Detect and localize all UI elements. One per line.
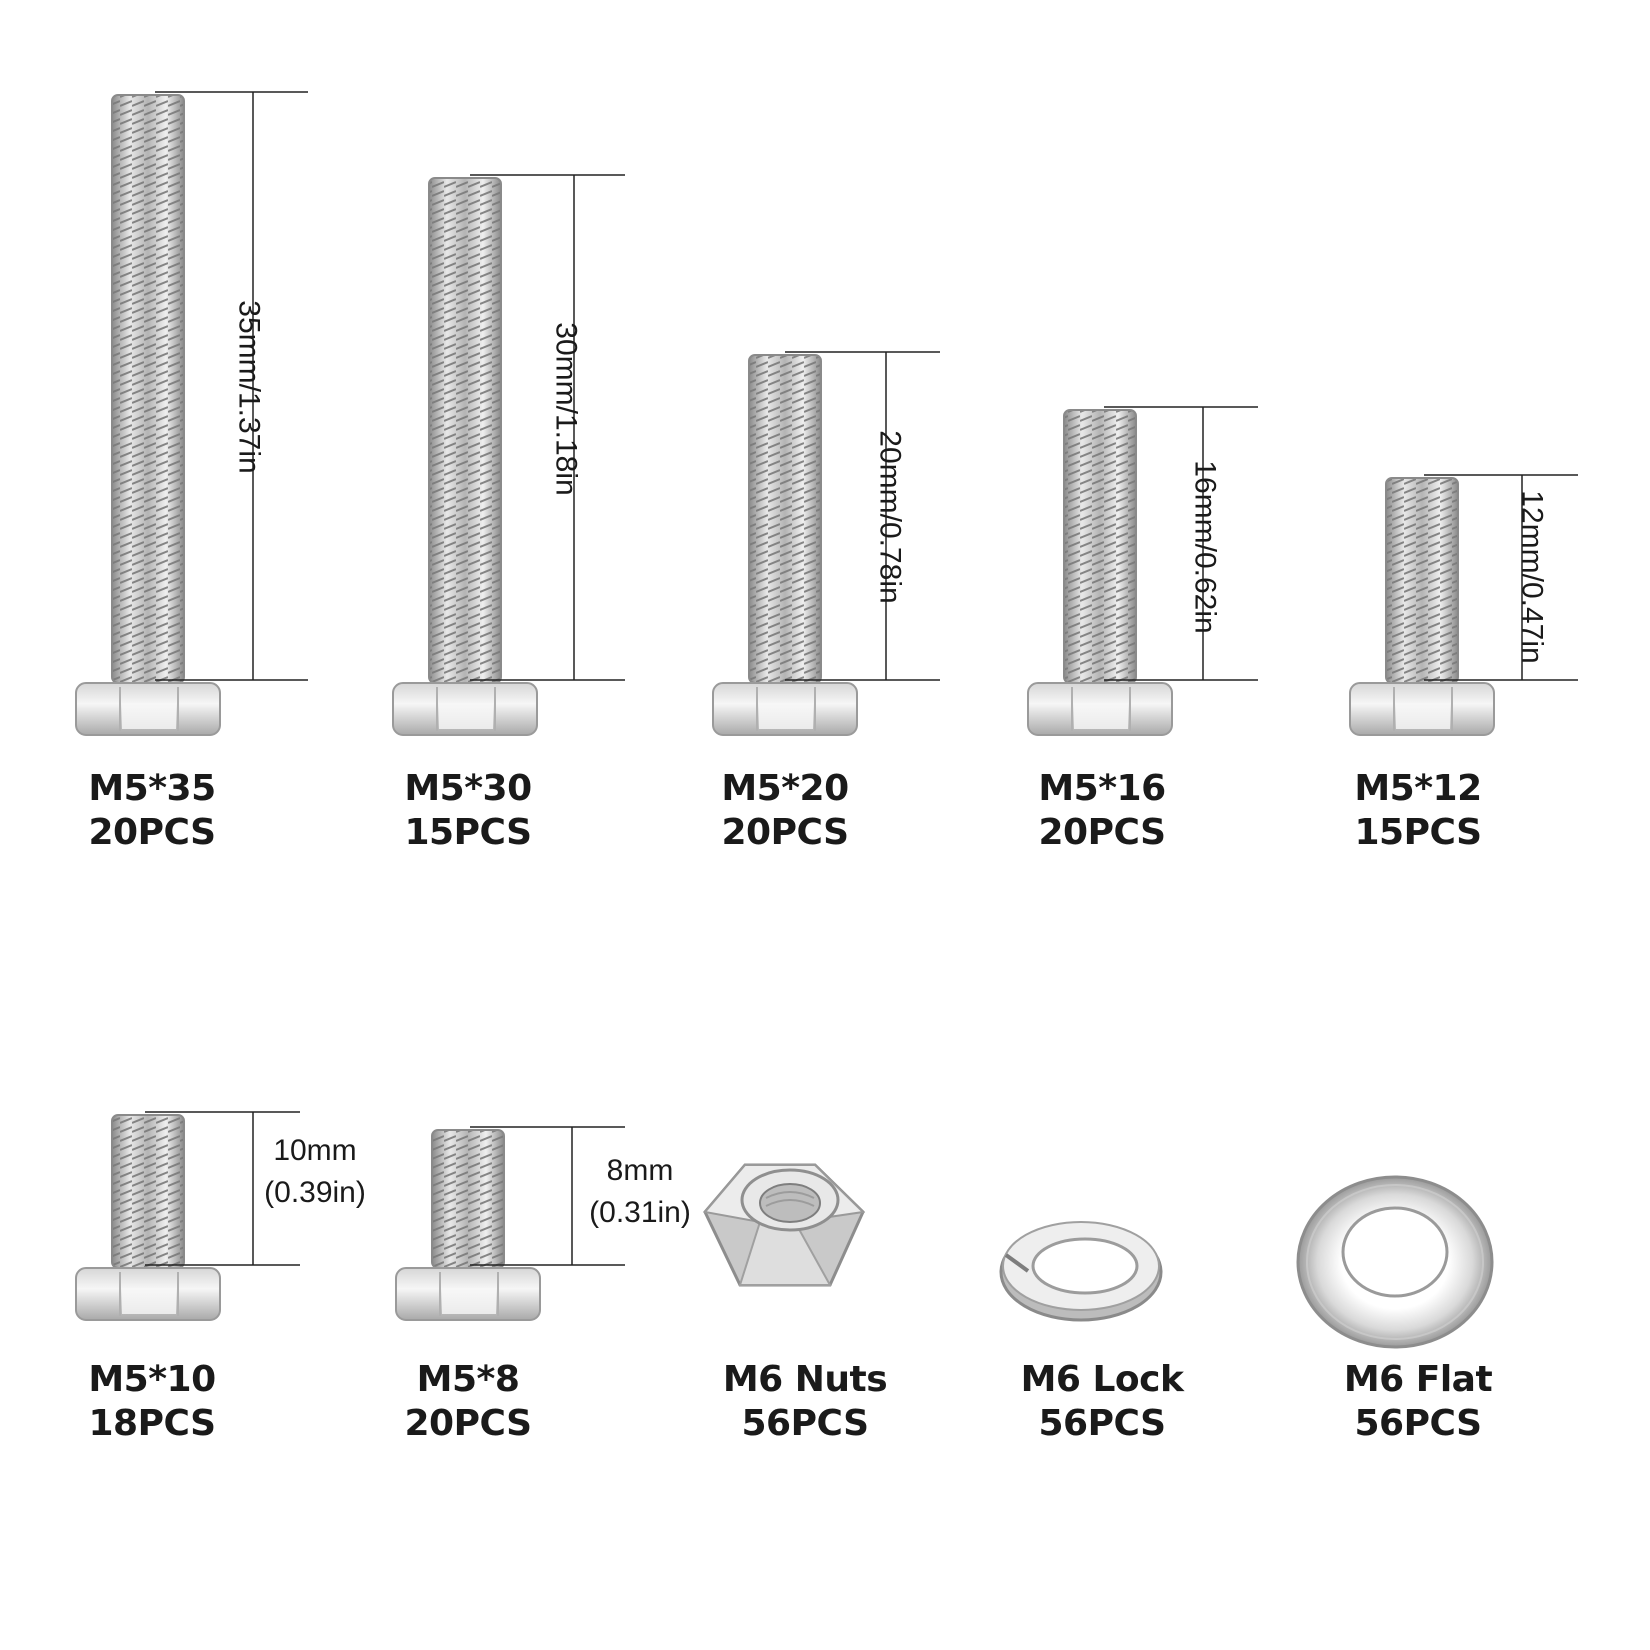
product-qty: 56PCS (1038, 1403, 1167, 1444)
flat-washer-icon (1296, 1175, 1494, 1349)
product-label-m5x8: M5*8 20PCS (348, 1358, 588, 1446)
product-name: M6 Lock (1020, 1359, 1184, 1400)
dimension-in: (0.31in) (589, 1196, 691, 1229)
bolt-m5x30-icon (392, 177, 538, 736)
product-qty: 20PCS (721, 812, 850, 853)
dimension-label-m5x35: 35mm/1.37in (232, 300, 266, 474)
dimension-label-m5x20: 20mm/0.78in (873, 430, 907, 604)
product-label-m5x10: M5*10 18PCS (32, 1358, 272, 1446)
dimension-line-m5x10 (145, 1111, 300, 1266)
product-name: M5*35 (88, 768, 216, 809)
product-label-m5x12: M5*12 15PCS (1298, 767, 1538, 855)
dimension-line-m5x20 (785, 351, 940, 681)
dimension-line-m5x16 (1104, 406, 1258, 681)
product-qty: 18PCS (88, 1403, 217, 1444)
hex-nut-icon (703, 1163, 866, 1287)
bolt-m5x12-icon (1349, 477, 1495, 736)
product-qty: 15PCS (404, 812, 533, 853)
product-name: M5*30 (404, 768, 532, 809)
product-name: M5*16 (1038, 768, 1166, 809)
product-name: M6 Flat (1343, 1359, 1493, 1400)
product-label-m6-nuts: M6 Nuts 56PCS (685, 1358, 925, 1446)
product-label-m6-flat: M6 Flat 56PCS (1298, 1358, 1538, 1446)
dimension-mm: 10mm (273, 1134, 357, 1167)
product-label-m5x16: M5*16 20PCS (982, 767, 1222, 855)
bolt-m5x16-icon (1027, 409, 1173, 736)
dimension-label-m5x12: 12mm/0.47in (1515, 490, 1549, 664)
bolt-m5x10-icon (75, 1114, 221, 1321)
product-name: M6 Nuts (722, 1359, 888, 1400)
product-name: M5*8 (416, 1359, 520, 1400)
bolt-m5x35-icon (75, 94, 221, 736)
dimension-line-m5x8 (470, 1126, 625, 1266)
product-qty: 20PCS (404, 1403, 533, 1444)
bolt-m5x8-icon (395, 1129, 541, 1321)
product-label-m6-lock: M6 Lock 56PCS (982, 1358, 1222, 1446)
product-name: M5*12 (1354, 768, 1482, 809)
dimension-line-m5x35 (155, 91, 308, 681)
product-qty: 15PCS (1354, 812, 1483, 853)
product-name: M5*10 (88, 1359, 216, 1400)
dimension-label-m5x16: 16mm/0.62in (1188, 460, 1222, 634)
product-qty: 56PCS (741, 1403, 870, 1444)
dimension-line-m5x12 (1424, 474, 1578, 681)
dimension-label-m5x30: 30mm/1.18in (549, 322, 583, 496)
dimension-in: (0.39in) (264, 1176, 366, 1209)
dimension-label-m5x10: 10mm (0.39in) (255, 1130, 375, 1214)
product-qty: 20PCS (88, 812, 217, 853)
product-qty: 56PCS (1354, 1403, 1483, 1444)
dimension-mm: 8mm (606, 1154, 674, 1187)
dimension-line-m5x30 (470, 174, 625, 681)
product-label-m5x20: M5*20 20PCS (665, 767, 905, 855)
product-qty: 20PCS (1038, 812, 1167, 853)
dimension-label-m5x8: 8mm (0.31in) (580, 1150, 700, 1234)
product-label-m5x35: M5*35 20PCS (32, 767, 272, 855)
lock-washer-icon (999, 1221, 1163, 1322)
product-name: M5*20 (721, 768, 849, 809)
product-label-m5x30: M5*30 15PCS (348, 767, 588, 855)
bolt-m5x20-icon (712, 354, 858, 736)
